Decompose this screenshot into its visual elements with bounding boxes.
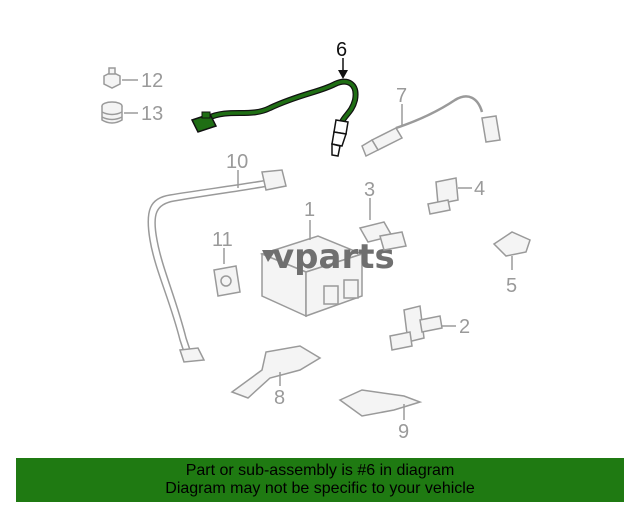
part-3-connector	[358, 221, 407, 251]
callout-6: 6	[336, 39, 347, 61]
callout-2: 2	[459, 316, 470, 338]
callout-1: 1	[304, 199, 315, 221]
part-5-bracket	[492, 231, 531, 257]
watermark-text: vparts	[272, 237, 395, 277]
part-12-bolt	[103, 67, 121, 89]
callout-7: 7	[396, 85, 407, 107]
callout-9: 9	[398, 421, 409, 443]
part-9-bracket	[338, 389, 423, 417]
part-7-rear-sensor	[361, 95, 501, 158]
callout-3: 3	[364, 179, 375, 201]
callout-12: 12	[141, 70, 163, 92]
info-banner: Part or sub-assembly is #6 in diagram Di…	[16, 458, 624, 502]
callout-8: 8	[274, 387, 285, 409]
part-4-solenoid	[427, 177, 459, 215]
part-13-grommet	[101, 101, 123, 124]
part-2-valve	[389, 305, 443, 351]
part-6-oxygen-sensor	[190, 78, 359, 157]
part-1-canister	[259, 235, 365, 318]
callout-11: 11	[212, 229, 233, 251]
part-10-vacuum-hose	[147, 169, 287, 363]
callout-13: 13	[141, 103, 163, 125]
watermark-logo: vparts	[262, 237, 395, 277]
callout-4: 4	[474, 178, 485, 200]
banner-line-2: Diagram may not be specific to your vehi…	[165, 480, 475, 497]
callout-5: 5	[506, 275, 517, 297]
banner-line-1: Part or sub-assembly is #6 in diagram	[185, 462, 455, 479]
callout-10: 10	[226, 151, 248, 173]
part-11-valve	[213, 265, 241, 297]
leader-6-arrow	[338, 70, 348, 79]
part-8-bracket	[230, 345, 322, 399]
